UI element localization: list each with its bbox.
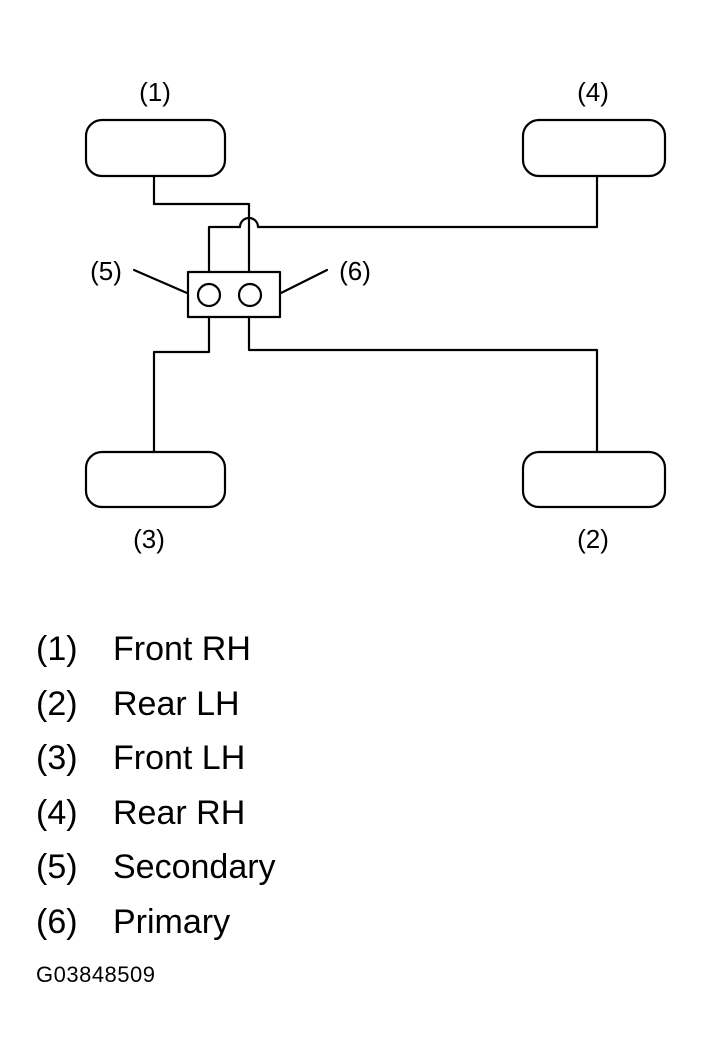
brake-line-diagram: (1) (4) (5) (6) (3) (2) [84, 77, 667, 554]
legend-label: Front LH [113, 739, 246, 778]
leader-line-5 [132, 268, 189, 295]
legend-item: (5) Secondary [36, 840, 276, 895]
legend-item: (4) Rear RH [36, 786, 276, 841]
legend-item: (3) Front LH [36, 731, 276, 786]
callout-2: (2) [577, 524, 609, 554]
callout-3: (3) [133, 524, 165, 554]
legend-number: (2) [36, 684, 78, 723]
legend-number: (5) [36, 848, 78, 887]
callout-1: (1) [139, 77, 171, 107]
wheel-front-rh [84, 118, 227, 178]
legend-number: (3) [36, 739, 78, 778]
legend-label: Rear RH [113, 793, 246, 832]
wheel-rear-rh [521, 118, 667, 178]
legend-number: (1) [36, 630, 78, 669]
legend-list: (1) Front RH (2) Rear LH (3) Front LH (4… [36, 622, 276, 949]
legend-number: (4) [36, 793, 78, 832]
callout-6: (6) [339, 256, 371, 286]
wheel-rear-lh [521, 450, 667, 509]
legend-item: (2) Rear LH [36, 677, 276, 732]
callout-4: (4) [577, 77, 609, 107]
leader-line-6 [279, 268, 329, 295]
brake-line-front-rh [152, 174, 251, 274]
legend-label: Rear LH [113, 684, 240, 723]
secondary-port [196, 282, 222, 308]
figure-id: G03848509 [36, 962, 156, 987]
legend-label: Primary [113, 902, 231, 941]
legend-label: Front RH [113, 630, 251, 669]
brake-line-rear-lh [247, 315, 599, 454]
callout-5: (5) [90, 256, 122, 286]
brake-line-rear-rh [207, 174, 599, 274]
legend-label: Secondary [113, 848, 276, 887]
primary-port [237, 282, 263, 308]
legend-number: (6) [36, 902, 78, 941]
wheel-front-lh [84, 450, 227, 509]
brake-line-front-lh [152, 315, 211, 454]
legend-item: (6) Primary [36, 895, 276, 950]
legend-item: (1) Front RH [36, 622, 276, 677]
master-cylinder [186, 270, 282, 319]
